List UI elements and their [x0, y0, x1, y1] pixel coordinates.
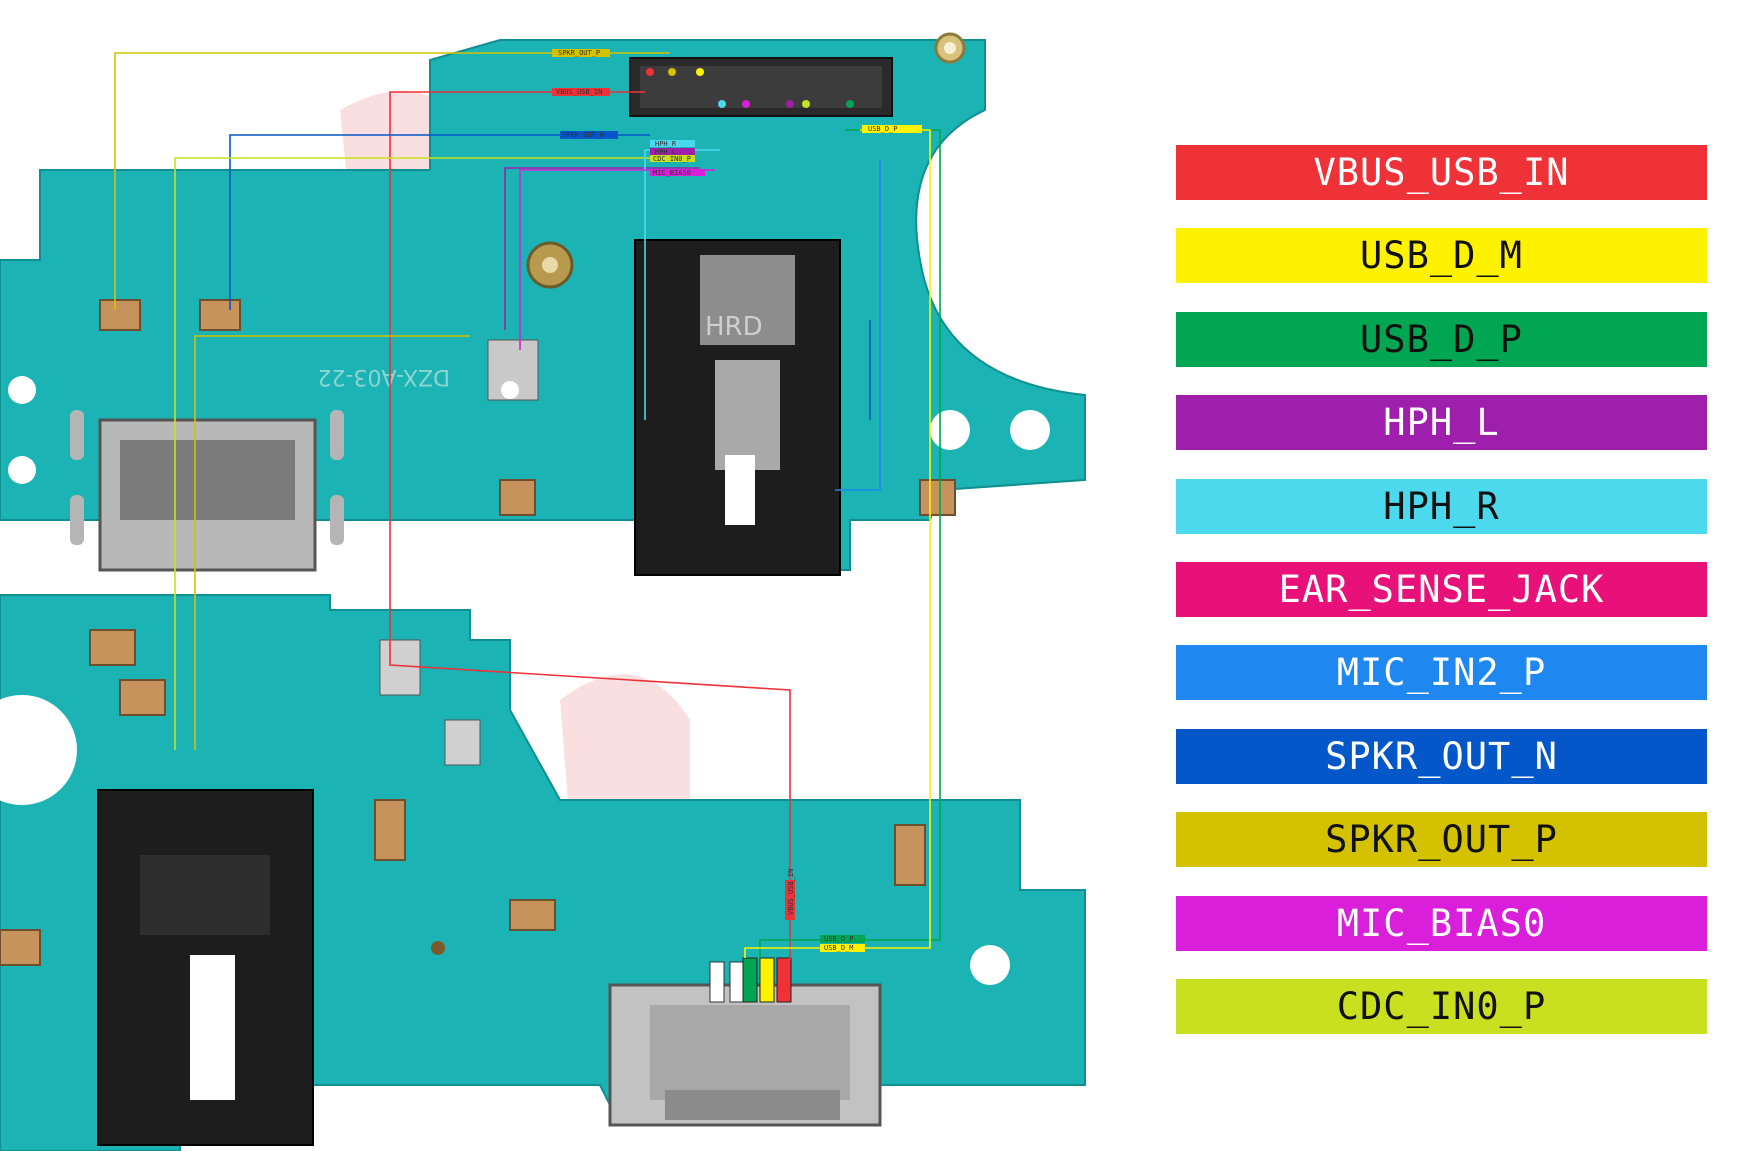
- legend-item-usb-d-m: USB_D_M: [1176, 228, 1707, 283]
- legend-item-cdc-in0-p: CDC_IN0_P: [1176, 979, 1707, 1034]
- tag-vbus-top: VBUS_USB_IN: [556, 88, 602, 96]
- legend-item-usb-d-p: USB_D_P: [1176, 312, 1707, 367]
- legend-item-ear-sense-jack: EAR_SENSE_JACK: [1176, 562, 1707, 617]
- board-silk-text: DZX-A03-22: [318, 364, 450, 389]
- jack-mark-text: HRD: [705, 312, 763, 342]
- connector-pins: [646, 68, 854, 108]
- tag-hph-r: HPH_R: [655, 140, 677, 148]
- net-tags: SPKR_OUT_P VBUS_USB_IN SPKR_OUT_N HPH_R …: [552, 49, 922, 952]
- tag-usb-d-p-top: USB_D_P: [868, 125, 898, 133]
- tag-spkr-out-n: SPKR_OUT_N: [562, 131, 604, 139]
- tag-usb-d-p-bottom: USB_D_P: [824, 935, 854, 943]
- tag-vbus-bottom: VBUS_USB_IN: [787, 869, 795, 915]
- tag-mic-bias0: MIC_BIAS0: [653, 169, 691, 177]
- tag-usb-d-m-bottom: USB_D_M: [824, 944, 854, 952]
- legend-item-spkr-out-p: SPKR_OUT_P: [1176, 812, 1707, 867]
- pcb-diagram: HRD DZX-A03-22: [0, 32, 1086, 1151]
- pcb-diagram-svg: HRD DZX-A03-22: [0, 32, 1086, 1151]
- legend-item-spkr-out-n: SPKR_OUT_N: [1176, 729, 1707, 784]
- tag-hph-l: HPH_L: [655, 148, 676, 156]
- tag-cdc-in0-p: CDC_IN0_P: [653, 155, 691, 163]
- legend-item-mic-in2-p: MIC_IN2_P: [1176, 645, 1707, 700]
- tag-spkr-out-p: SPKR_OUT_P: [558, 49, 600, 57]
- legend-item-mic-bias0: MIC_BIAS0: [1176, 896, 1707, 951]
- legend-item-hph-r: HPH_R: [1176, 479, 1707, 534]
- legend-item-vbus-usb-in: VBUS_USB_IN: [1176, 145, 1707, 200]
- bottom-pcb: [0, 594, 1086, 1151]
- top-pcb: HRD DZX-A03-22: [0, 32, 1086, 576]
- legend-item-hph-l: HPH_L: [1176, 395, 1707, 450]
- traces: [114, 52, 941, 960]
